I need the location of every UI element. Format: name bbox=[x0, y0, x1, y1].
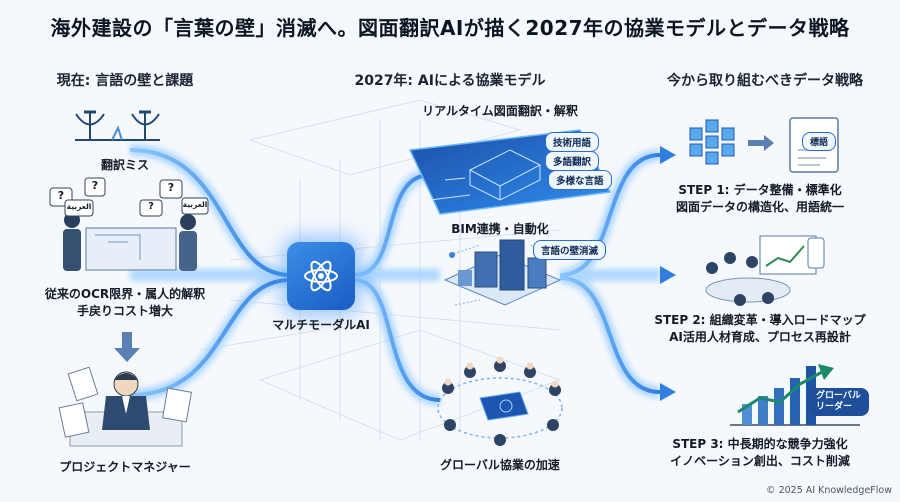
tag-doc-standard: 標語 bbox=[802, 132, 837, 151]
tag-global-leader-line2: リーダー bbox=[816, 402, 853, 412]
footer-copyright: © 2025 AI KnowledgeFlow bbox=[766, 485, 892, 496]
step-2-desc: AI活用人材育成、プロセス再設計 bbox=[669, 330, 851, 344]
bubble-question: ? bbox=[57, 189, 65, 202]
multimodal-ai-hub bbox=[287, 242, 355, 310]
people-misunderstanding-illustration bbox=[63, 212, 197, 271]
label-bim-integration: BIM連携・自動化 bbox=[451, 222, 549, 236]
flow-arrowheads bbox=[660, 146, 676, 401]
bubble-question: ? bbox=[91, 179, 99, 192]
step-1-desc: 図面データの構造化、用語統一 bbox=[675, 200, 844, 214]
team-meeting-illustration bbox=[705, 235, 825, 306]
step-2: STEP 2: 組織変革・導入ロードマップ AI活用人材育成、プロセス再設計 bbox=[630, 312, 890, 346]
label-rework-cost: 手戻りコスト増大 bbox=[76, 304, 173, 318]
right-arrow-icon bbox=[748, 135, 774, 151]
bubble-arabic: العربية bbox=[66, 202, 92, 211]
bubble-arabic: العربية bbox=[182, 200, 208, 209]
label-translation-error: 翻訳ミス bbox=[100, 158, 149, 172]
step-1-title: STEP 1: データ整備・標準化 bbox=[678, 183, 842, 197]
bubble-question: ? bbox=[148, 201, 154, 212]
step-3: STEP 3: 中長期的な競争力強化 イノベーション創出、コスト削減 bbox=[630, 436, 890, 470]
hub-label: マルチモーダルAI bbox=[272, 318, 370, 332]
ai-atom-icon bbox=[304, 260, 338, 292]
step-2-title: STEP 2: 組織変革・導入ロードマップ bbox=[654, 313, 866, 327]
step-1: STEP 1: データ整備・標準化 図面データの構造化、用語統一 bbox=[630, 182, 890, 216]
flow-lines bbox=[129, 148, 661, 402]
broken-bridge-icon bbox=[75, 110, 160, 141]
label-global-collaboration: グローバル協業の加速 bbox=[440, 458, 560, 472]
bubble-question: ? bbox=[167, 181, 175, 194]
bim-building-model bbox=[443, 239, 562, 306]
tag-global-leader-line1: グローバル bbox=[816, 391, 861, 401]
down-arrow-icon bbox=[114, 332, 140, 362]
step-3-desc: イノベーション創出、コスト削減 bbox=[670, 454, 850, 468]
label-project-manager: プロジェクトマネジャー bbox=[59, 460, 191, 474]
tag-diverse-languages: 多様な言語 bbox=[548, 170, 612, 190]
question-bubbles bbox=[49, 177, 209, 217]
tag-multilingual: 多語翻訳 bbox=[545, 151, 600, 171]
tag-technical-terms: 技術用語 bbox=[545, 132, 600, 152]
tag-language-barrier-gone: 言語の壁消滅 bbox=[533, 240, 607, 260]
label-ocr-limits: 従来のOCR限界・属人的解釈 bbox=[44, 287, 206, 301]
data-cubes-icon bbox=[689, 119, 735, 165]
page-title: 海外建設の「言葉の壁」消滅へ。図面翻訳AIが描く2027年の協業モデルとデータ戦… bbox=[50, 16, 850, 40]
left-column-heading: 現在: 言語の壁と課題 bbox=[56, 73, 194, 89]
tag-global-leader: グローバルリーダー bbox=[808, 388, 869, 416]
stressed-manager-illustration bbox=[58, 366, 193, 447]
center-column-heading: 2027年: AIによる協業モデル bbox=[354, 73, 546, 89]
step-3-title: STEP 3: 中長期的な競争力強化 bbox=[672, 437, 848, 451]
right-column-heading: 今から取り組むべきデータ戦略 bbox=[667, 73, 863, 89]
global-collaboration-illustration bbox=[437, 356, 563, 446]
label-realtime-translation: リアルタイム図面翻訳・解釈 bbox=[422, 104, 578, 118]
